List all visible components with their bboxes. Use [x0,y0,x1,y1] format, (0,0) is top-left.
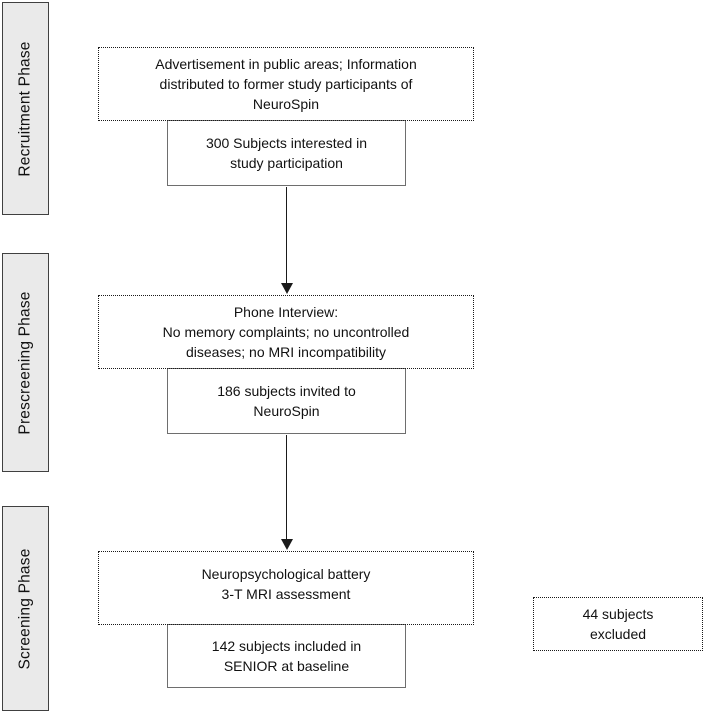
phase-label-prescreening: Prescreening Phase [16,290,34,435]
phase-band-prescreening: Prescreening Phase [2,253,49,472]
down-arrow-2 [280,435,293,550]
result-box-subjects-included: 142 subjects included in SENIOR at basel… [167,624,406,688]
criteria-text-assessment: Neuropsychological battery 3-T MRI asses… [201,566,371,602]
result-box-subjects-interested: 300 Subjects interested in study partici… [167,120,406,186]
result-box-subjects-invited: 186 subjects invited to NeuroSpin [167,368,406,434]
phase-label-screening: Screening Phase [16,547,34,670]
phase-label-recruitment: Recruitment Phase [16,40,34,177]
phase-band-screening: Screening Phase [2,506,49,711]
arrow-shaft [285,435,288,539]
result-text-subjects-interested: 300 Subjects interested in study partici… [205,135,368,171]
phase-band-recruitment: Recruitment Phase [2,2,49,215]
result-text-subjects-invited: 186 subjects invited to NeuroSpin [217,383,356,419]
criteria-text-phone-interview: Phone Interview: No memory complaints; n… [162,304,410,360]
excluded-box: 44 subjects excluded [533,597,703,651]
criteria-box-assessment: Neuropsychological battery 3-T MRI asses… [98,551,474,625]
criteria-box-advertisement: Advertisement in public areas; Informati… [98,47,474,121]
criteria-text-advertisement: Advertisement in public areas; Informati… [155,56,417,112]
excluded-text: 44 subjects excluded [582,606,654,642]
criteria-box-phone-interview: Phone Interview: No memory complaints; n… [98,295,474,369]
arrow-shaft [285,187,288,283]
down-arrow-1 [280,187,293,294]
result-text-subjects-included: 142 subjects included in SENIOR at basel… [211,638,362,674]
arrow-head-icon [280,539,293,550]
arrow-head-icon [280,283,293,294]
